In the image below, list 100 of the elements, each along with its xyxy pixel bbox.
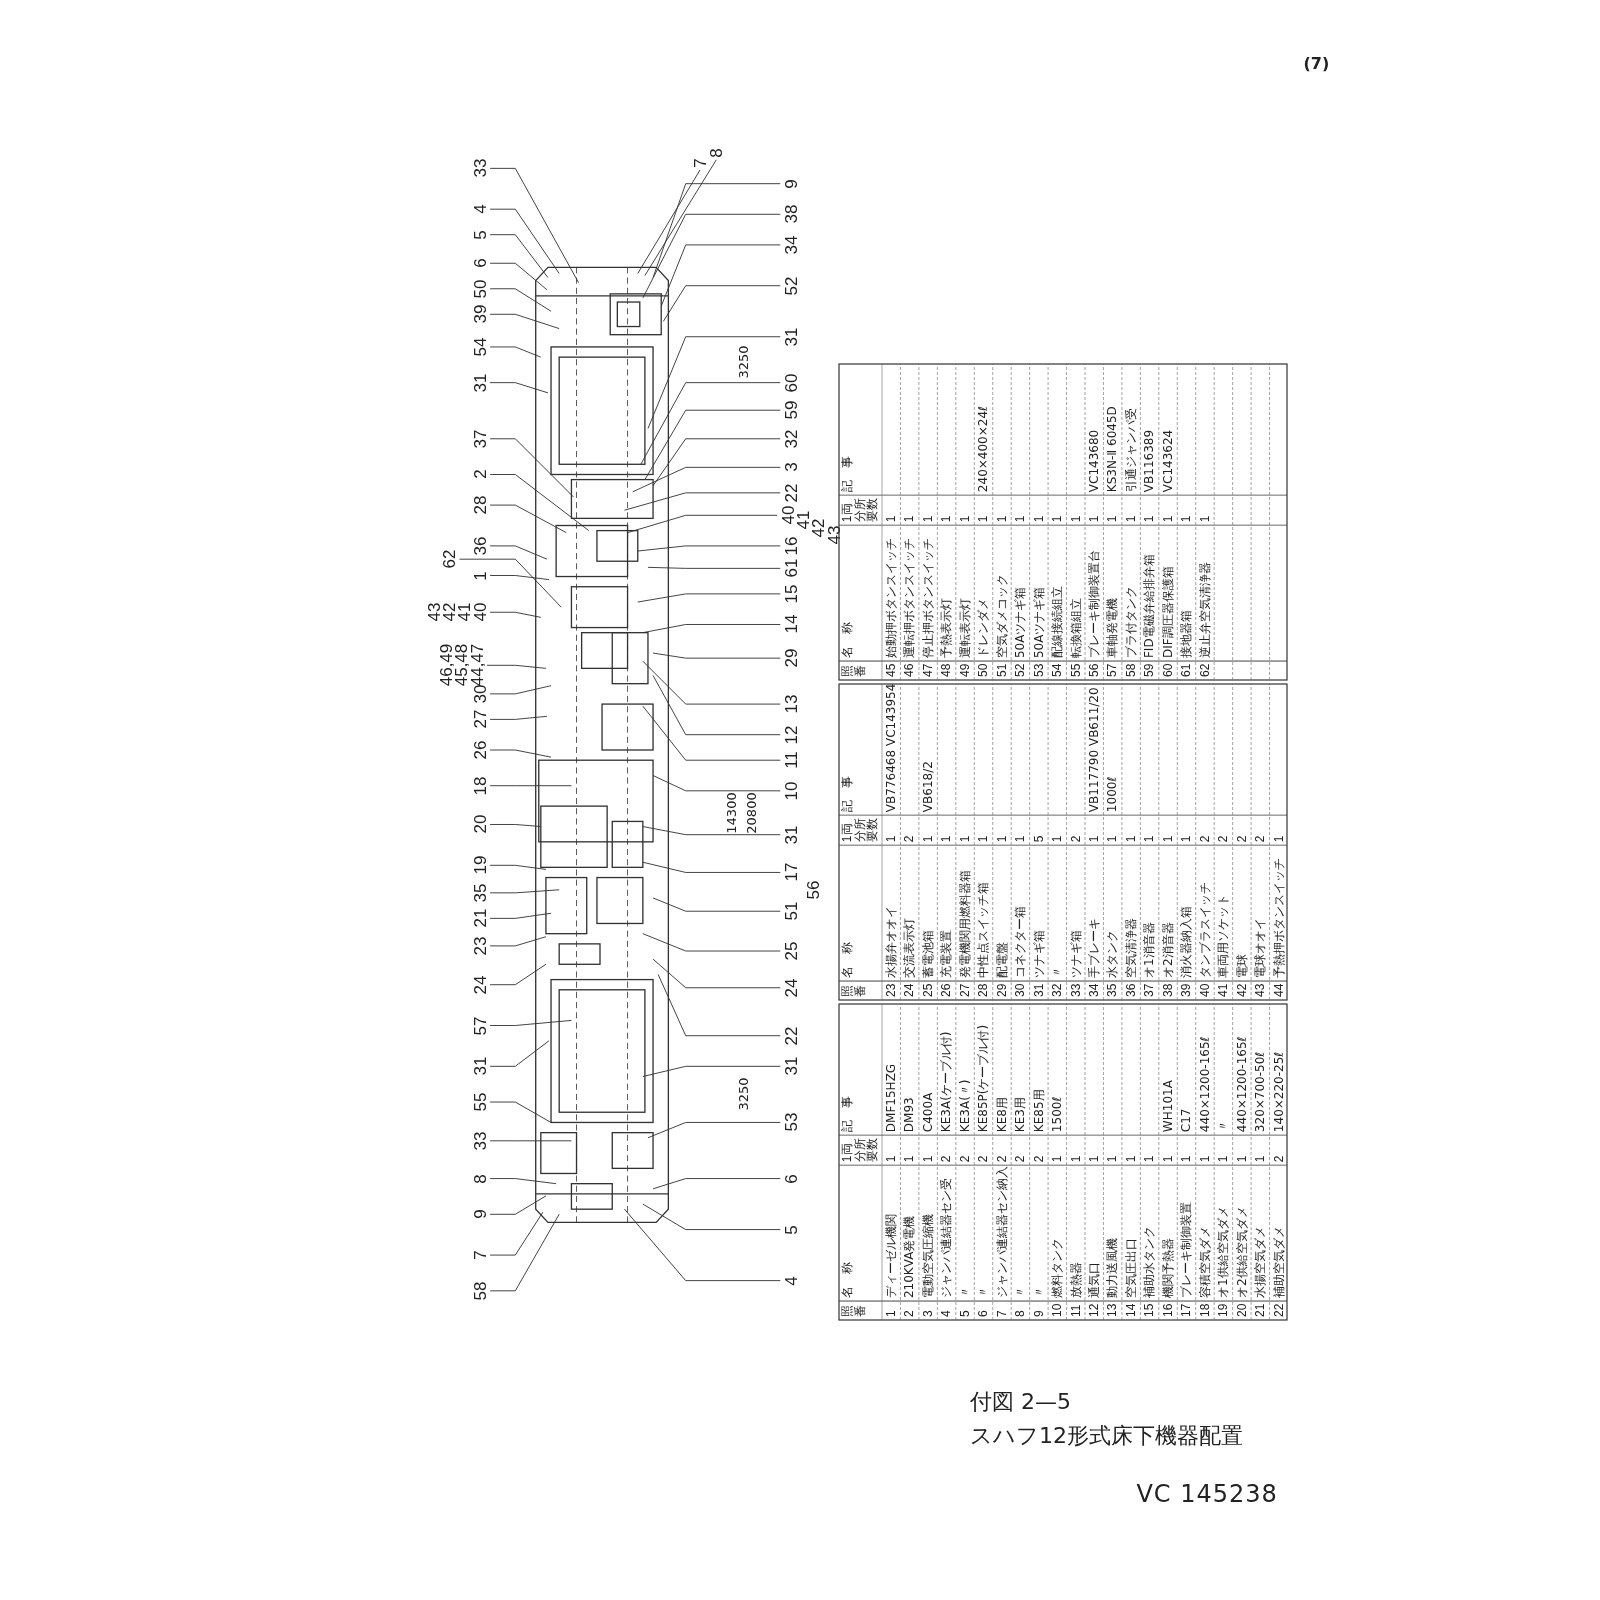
leader-line [662,285,781,322]
quantity: 1 [885,1155,897,1163]
note-text: KE3A(ケーブル付) [940,1031,953,1133]
column-header: 1両分所要数 [841,817,879,843]
callout-number: 43 [825,525,843,545]
note-text: 1000ℓ [1106,776,1119,813]
callout-number: 10 [782,781,800,801]
quantity: 1 [1088,1155,1100,1163]
quantity: 1 [1180,515,1193,523]
quantity: 1 [921,515,934,523]
part-name: コネクター箱 [1014,906,1027,979]
leader-line [489,234,549,278]
part-number: 28 [977,983,990,997]
column-header: 記 事 [841,1095,854,1133]
quantity: 1 [885,515,897,523]
leader-line [652,438,781,487]
callout-number: 15 [782,584,800,604]
leader-line [652,958,781,989]
column-header: 記 事 [841,455,854,493]
leader-line [489,912,552,919]
part-name: 中性点スイッチ箱 [977,882,990,979]
note-text: 1500ℓ [1051,1096,1064,1133]
callout-number: 46,49 [437,644,455,687]
quantity: 2 [1272,1155,1285,1163]
leader-line [632,466,781,493]
callout-number: 31 [471,373,489,393]
quantity: 1 [921,835,934,843]
part-number: 56 [1088,663,1100,677]
quantity: 2 [903,835,916,843]
leader-line [657,974,781,1037]
leader-line [640,382,781,465]
note-text: C17 [1180,1108,1193,1133]
leader-line [627,514,778,534]
note-text: VC143680 [1088,429,1100,493]
leader-line [647,566,781,569]
part-number: 36 [1124,983,1137,997]
callout-number: 8 [707,148,725,158]
part-number: 35 [1106,983,1119,997]
part-name: 交流表示灯 [903,918,916,979]
page-number: (7) [1303,56,1330,73]
part-name: 車両用ソケット [1217,894,1230,979]
callout-number: 38 [782,204,800,224]
part-number: 23 [885,983,897,997]
part-name: 空気清浄器 [1124,918,1137,979]
part-name: ディーゼル機関 [885,1214,897,1299]
note-text: 240×400×24ℓ [977,406,990,493]
quantity: 2 [940,1155,953,1163]
quantity: 1 [1014,835,1027,843]
note-text: KE3用 [1014,1097,1027,1133]
part-number: 16 [1161,1303,1174,1317]
callout-number: 59 [782,400,800,420]
leader-line [652,183,781,278]
callout-number: 41 [455,602,473,622]
note-text: 引通ジャンパ受 [1124,408,1137,493]
callout-number: 32 [782,429,800,449]
part-number: 5 [958,1310,971,1317]
part-number: 12 [1088,1303,1100,1317]
part-name: 手ブレーキ [1088,918,1100,979]
part-number: 48 [940,663,953,677]
part-name: 〃 [958,1286,971,1299]
part-name: 〃 [1051,966,1064,979]
callout-number: 25 [782,941,800,961]
part-number: 25 [921,983,934,997]
part-number: 55 [1069,663,1082,677]
part-number: 38 [1161,983,1174,997]
quantity: 1 [1088,835,1100,843]
note-text: KE85用 [1032,1089,1045,1133]
quantity: 2 [1069,835,1082,843]
leader-line [489,575,550,581]
callout-number: 40 [471,602,489,622]
callout-number: 33 [471,1131,489,1151]
quantity: 2 [958,1155,971,1163]
part-number: 4 [940,1310,953,1317]
quantity: 2 [1217,835,1230,843]
part-name: 放熱器 [1069,1262,1082,1299]
part-number: 58 [1124,663,1137,677]
quantity: 1 [1217,1155,1230,1163]
leader-line [489,824,542,827]
callout-number: 31 [471,1056,489,1076]
part-number: 8 [1014,1310,1027,1317]
part-name: 停止押ボタンスイッチ [921,538,934,659]
part-number: 30 [1014,983,1027,997]
part-number: 42 [1235,983,1248,997]
callout-number: 42 [809,518,827,537]
callout-number: 52 [782,276,800,296]
quantity: 1 [1069,515,1082,523]
callout-number: 40 [779,505,797,525]
document-number: VC 145238 [1136,1481,1278,1506]
callout-number: 37 [471,429,489,449]
note-text: DMF15HZG [885,1063,897,1133]
quantity: 1 [1014,515,1027,523]
quantity: 5 [1032,835,1045,843]
part-name: ブレーキ制御装置台 [1088,550,1100,659]
leader-line [652,1178,781,1190]
part-number: 20 [1235,1303,1248,1317]
part-name: オ1供給空気ダメ [1217,1206,1230,1299]
callout-number: 19 [471,855,489,875]
leader-line [489,208,560,274]
column-header: 1両分所要数 [841,497,879,523]
quantity: 1 [1180,835,1193,843]
